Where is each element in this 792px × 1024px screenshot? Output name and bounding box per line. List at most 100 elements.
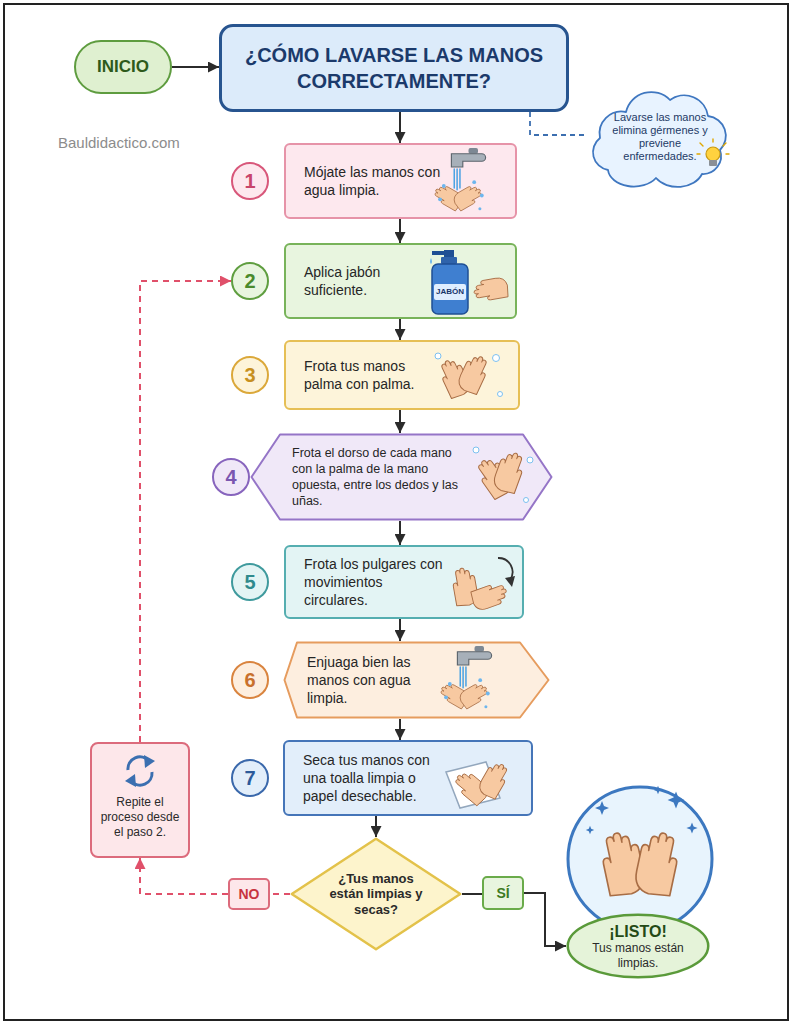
watermark: Bauldidactico.com xyxy=(58,134,180,151)
step-box: Frota el dorso de cada mano con la palma… xyxy=(250,433,553,521)
title-box: ¿CÓMO LAVARSE LAS MANOS CORRECTAMENTE? xyxy=(219,24,569,112)
decision-diamond: ¿Tus manos están limpias y secas? xyxy=(290,837,462,951)
sparkle-icon xyxy=(654,786,662,794)
node-text: 4 xyxy=(225,465,236,489)
flow-connector xyxy=(399,719,401,740)
soap-icon xyxy=(430,250,509,314)
refresh-icon xyxy=(144,755,155,768)
answer-tag: NO xyxy=(228,878,270,910)
lightbulb-icon xyxy=(697,139,729,154)
note-cloud-outline xyxy=(593,92,726,187)
flow-connector xyxy=(530,112,588,135)
flow-connector xyxy=(399,112,401,143)
flow-connector xyxy=(399,521,401,545)
step-box: Mójate las manos con agua limpia. xyxy=(284,143,517,219)
lightbulb-icon xyxy=(709,160,717,166)
rub-palms-icon xyxy=(435,353,441,359)
node-text: 6 xyxy=(244,668,255,692)
node-text: NO xyxy=(239,886,260,903)
refresh-icon xyxy=(131,772,152,785)
flow-connector xyxy=(462,893,482,895)
flow-connector xyxy=(399,319,401,340)
node-text: Frota tus manos palma con palma. xyxy=(304,357,444,393)
sparkle-icon xyxy=(686,822,697,833)
soap-icon xyxy=(432,264,468,314)
node-text: Frota los pulgares con movimientos circu… xyxy=(304,555,444,610)
step-number: 7 xyxy=(231,759,269,797)
lightbulb-icon xyxy=(706,147,720,161)
flow-connector xyxy=(399,619,401,641)
sparkle-icon xyxy=(668,792,685,809)
node-text: 1 xyxy=(244,169,255,193)
flow-connector xyxy=(140,858,228,894)
thumb-icon xyxy=(470,581,510,613)
end-ellipse: ¡LISTO!Tus manos están limpias. xyxy=(566,913,710,979)
loop-box: Repite el proceso desde el paso 2. xyxy=(90,742,190,858)
soap-icon xyxy=(444,250,454,258)
step-number: 3 xyxy=(231,356,269,394)
rub-palms-icon xyxy=(436,356,472,399)
node-text: SÍ xyxy=(496,885,509,902)
thumb-icon xyxy=(450,566,479,607)
thumb-icon xyxy=(450,558,515,612)
node-text: Frota el dorso de cada mano con la palma… xyxy=(292,445,464,510)
flow-connector xyxy=(399,410,401,433)
soap-icon xyxy=(441,257,457,264)
rub-back-icon xyxy=(473,447,479,453)
step-number: 2 xyxy=(231,262,269,300)
rub-palms-icon xyxy=(455,352,491,395)
towel-icon xyxy=(451,768,491,807)
node-text: Lavarse las manos elimina gérmenes y pre… xyxy=(608,111,712,164)
end-ellipse-outline xyxy=(568,915,709,978)
node-text: ¿CÓMO LAVARSE LAS MANOS CORRECTAMENTE? xyxy=(225,42,563,94)
flow-connector xyxy=(140,281,231,742)
start-pill: INICIO xyxy=(74,40,172,94)
soap-icon xyxy=(430,258,432,264)
lightbulb-icon xyxy=(697,139,729,166)
rub-back-icon xyxy=(491,449,527,495)
node-text: ¡LISTO! xyxy=(609,922,666,941)
refresh-icon xyxy=(128,757,149,770)
towel-icon xyxy=(446,760,512,808)
soap-icon xyxy=(472,276,509,302)
refresh-icon xyxy=(125,774,136,787)
rub-palms-icon xyxy=(498,392,503,397)
page-frame xyxy=(4,4,788,1020)
thumb-icon xyxy=(505,576,515,587)
flow-connector xyxy=(172,66,219,68)
rub-palms-icon xyxy=(435,352,503,399)
flow-connector xyxy=(524,893,566,946)
rub-back-icon xyxy=(524,498,529,503)
faucet-icon xyxy=(438,646,492,710)
rub-back-icon xyxy=(473,454,516,501)
rub-back-icon xyxy=(527,457,533,463)
node-text: 3 xyxy=(244,363,255,387)
rub-back-icon xyxy=(473,447,533,503)
step-number: 1 xyxy=(231,162,269,200)
step-number: 4 xyxy=(212,458,250,496)
soap-icon xyxy=(434,284,466,300)
rub-palms-icon xyxy=(493,355,500,362)
step-box: Frota los pulgares con movimientos circu… xyxy=(284,545,524,619)
node-text: Aplica jabón suficiente. xyxy=(304,263,444,299)
flow-connector xyxy=(375,816,377,837)
sparkle-icon xyxy=(595,801,609,815)
step-number: 5 xyxy=(231,563,269,601)
refresh-icon xyxy=(125,755,155,787)
step-box: Enjuaga bien las manos con agua limpia. xyxy=(283,641,550,719)
towel-icon xyxy=(476,760,512,801)
node-text: 7 xyxy=(244,766,255,790)
flow-connector xyxy=(270,893,290,895)
node-text: ¿Tus manos están limpias y secas? xyxy=(325,871,427,918)
soap-icon xyxy=(432,251,444,255)
sparkle-icon xyxy=(586,826,594,834)
step-box-outline xyxy=(252,435,552,520)
node-text: 2 xyxy=(244,269,255,293)
decision-diamond-outline xyxy=(292,839,461,950)
towel-icon xyxy=(446,762,500,808)
node-text: INICIO xyxy=(97,57,149,77)
node-text: Mójate las manos con agua limpia. xyxy=(304,163,444,199)
note-cloud: Lavarse las manos elimina gérmenes y pre… xyxy=(586,86,734,184)
